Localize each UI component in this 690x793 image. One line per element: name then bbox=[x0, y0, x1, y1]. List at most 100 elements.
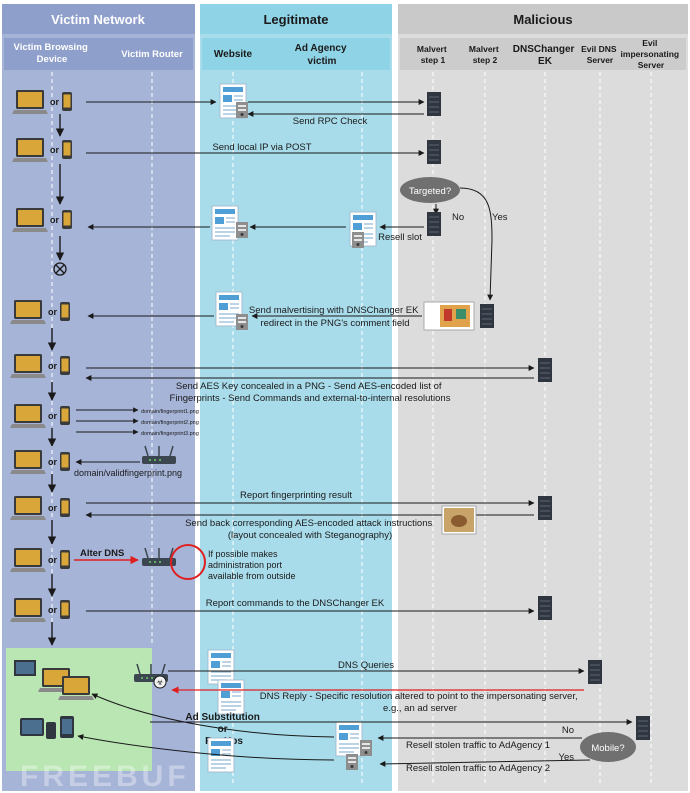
ad-substitution-l2: or bbox=[218, 724, 228, 735]
admin-port-note-l1: If possible makes bbox=[208, 549, 278, 559]
stop-icon bbox=[53, 262, 67, 276]
ad-substitution-l1: Ad Substitution bbox=[185, 712, 259, 723]
phone-icon bbox=[60, 406, 70, 425]
fp-file-2: domain/fingerprint2.png bbox=[141, 420, 199, 426]
col-evil-imp-l1: Evil bbox=[642, 38, 657, 48]
or-label: or bbox=[48, 503, 57, 513]
targeted-decision bbox=[400, 177, 460, 203]
msg-local-ip: Send local IP via POST bbox=[212, 142, 311, 153]
malicious-title: Malicious bbox=[513, 12, 572, 27]
adagency-server-icon-2 bbox=[360, 740, 372, 756]
valid-fingerprint-file: domain/validfingerprint.png bbox=[74, 468, 182, 478]
msg-aes-key-l2: Fingerprints - Send Commands and externa… bbox=[170, 393, 451, 404]
msg-resell-slot: Resell slot bbox=[378, 232, 422, 243]
phone-icon bbox=[60, 550, 70, 569]
col-malvert1-l1: Malvert bbox=[417, 44, 447, 54]
device-row-8: or bbox=[10, 496, 70, 520]
col-ad-agency-l2: victim bbox=[308, 56, 337, 67]
laptop-icon bbox=[12, 90, 48, 114]
legit-header-bg bbox=[200, 4, 392, 34]
admin-port-note: If possible makes administration port av… bbox=[208, 549, 296, 581]
msg-aes-key: Send AES Key concealed in a PNG - Send A… bbox=[170, 381, 451, 404]
mobile-label: Mobile? bbox=[591, 743, 624, 754]
phone-icon bbox=[60, 302, 70, 321]
victim-flow bbox=[47, 114, 65, 646]
watermark: FREEBUF bbox=[20, 760, 190, 793]
victim-header-bg bbox=[2, 4, 195, 34]
device-row-4: or bbox=[10, 300, 70, 324]
arrow-targeted-yes bbox=[459, 187, 494, 301]
steganography-image-icon bbox=[441, 505, 477, 535]
dnschanger-server-icon-2 bbox=[537, 495, 553, 521]
malicious-zone bbox=[398, 4, 688, 791]
malvert2-server-icon bbox=[479, 303, 495, 329]
device-row-5: or bbox=[10, 354, 70, 378]
msg-dns-reply-l2: e.g., an ad server bbox=[383, 703, 457, 714]
msg-malvertising: Send malvertising with DNSChanger EK red… bbox=[249, 305, 421, 329]
col-evil-dns-l2: Server bbox=[587, 55, 614, 65]
device-row-7: or bbox=[10, 450, 70, 474]
website-server-icon-2 bbox=[236, 222, 248, 238]
legit-col-header-bg bbox=[202, 38, 390, 70]
msg-aes-key-l1: Send AES Key concealed in a PNG - Send A… bbox=[176, 381, 442, 392]
msg-attack-instructions-l1: Send back corresponding AES-encoded atta… bbox=[185, 518, 432, 529]
phone-icon bbox=[60, 600, 70, 619]
website-page-icon-5 bbox=[217, 679, 245, 715]
col-evil-imp-l3: Server bbox=[638, 60, 665, 70]
admin-port-circle bbox=[170, 544, 206, 580]
msg-attack-instructions-l2: (layout concealed with Steganography) bbox=[228, 530, 392, 541]
targeted-label: Targeted? bbox=[409, 186, 451, 197]
laptop-icon bbox=[10, 496, 46, 520]
malvert1-server-icon-2 bbox=[426, 139, 442, 165]
laptop-icon bbox=[10, 548, 46, 572]
device-row-3: or bbox=[12, 208, 72, 232]
arrow-to-mobile-devices bbox=[77, 734, 335, 761]
device-row-2: or bbox=[12, 138, 72, 162]
msg-report-fp: Report fingerprinting result bbox=[240, 490, 352, 501]
arrow-to-pc-devices bbox=[91, 693, 335, 738]
lifelines bbox=[51, 72, 652, 785]
dnschanger-server-icon-3 bbox=[537, 595, 553, 621]
col-dnschanger: DNSChanger EK bbox=[513, 44, 577, 67]
laptop-icon bbox=[12, 208, 48, 232]
website-server-icon-3 bbox=[236, 314, 248, 330]
device-row-10: or bbox=[10, 598, 70, 622]
phone-icon bbox=[62, 140, 72, 159]
msg-report-commands: Report commands to the DNSChanger EK bbox=[206, 598, 385, 609]
col-evil-dns-l1: Evil DNS bbox=[581, 44, 617, 54]
or-label: or bbox=[48, 457, 57, 467]
admin-port-note-l2: administration port bbox=[208, 560, 283, 570]
mal-col-header-bg bbox=[400, 38, 686, 70]
laptop-icon bbox=[10, 404, 46, 428]
infected-router-icon: ☣ bbox=[133, 663, 169, 689]
adagency-server-icon bbox=[352, 232, 364, 248]
label-yes-2: Yes bbox=[559, 752, 575, 763]
msg-malvertising-l1: Send malvertising with DNSChanger EK bbox=[249, 305, 419, 316]
device-row-9: or bbox=[10, 548, 70, 572]
col-victim-router: Victim Router bbox=[121, 49, 183, 60]
malvert1-server-icon-3 bbox=[426, 211, 442, 237]
dnschanger-server-icon bbox=[537, 357, 553, 383]
laptop-icon bbox=[10, 450, 46, 474]
col-ad-agency: Ad Agency victim bbox=[295, 43, 350, 67]
col-evil-imp: Evil impersonating Server bbox=[621, 38, 682, 70]
or-label: or bbox=[50, 215, 59, 225]
victim-col-header-bg bbox=[4, 38, 193, 70]
mobile-devices-group bbox=[20, 716, 74, 739]
col-malvert1-l2: step 1 bbox=[421, 55, 446, 65]
malicious-header-bg bbox=[398, 4, 688, 34]
col-malvert1: Malvert step 1 bbox=[417, 44, 449, 65]
impersonating-server-icon bbox=[635, 715, 651, 741]
mobile-decision bbox=[580, 732, 636, 762]
phone-icon bbox=[62, 210, 72, 229]
alter-dns-label: Alter DNS bbox=[80, 548, 124, 559]
victim-network-title: Victim Network bbox=[51, 12, 145, 27]
msg-dns-reply-l1: DNS Reply - Specific resolution altered … bbox=[260, 691, 578, 702]
or-label: or bbox=[50, 97, 59, 107]
laptop-icon bbox=[10, 354, 46, 378]
device-row-6: or bbox=[10, 404, 70, 428]
device-row-1: or bbox=[12, 90, 72, 114]
phone-icon bbox=[60, 498, 70, 517]
col-evil-dns: Evil DNS Server bbox=[581, 44, 619, 65]
or-label: or bbox=[50, 145, 59, 155]
